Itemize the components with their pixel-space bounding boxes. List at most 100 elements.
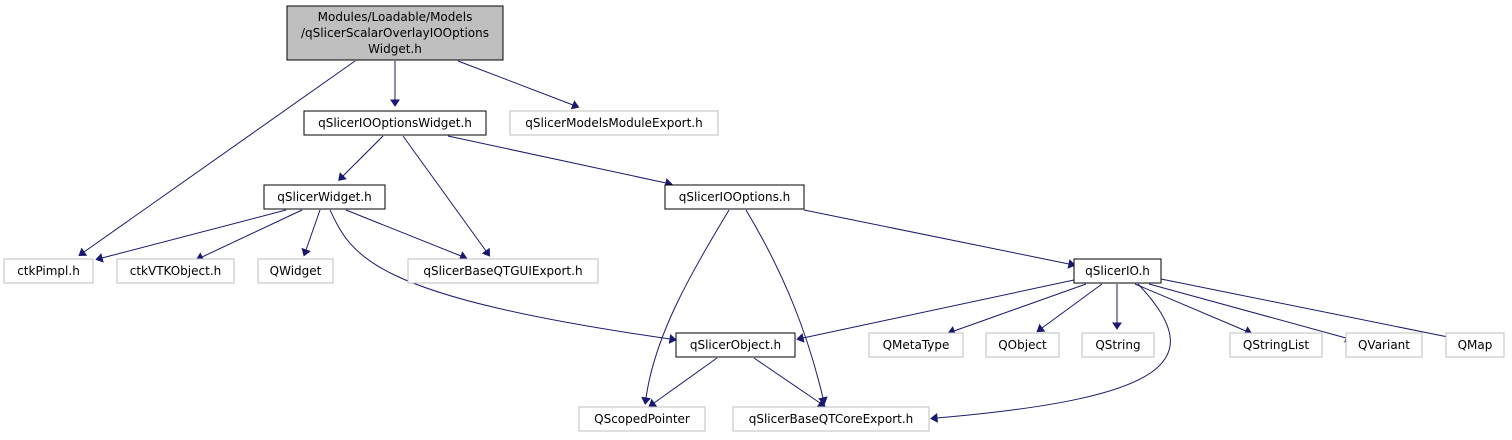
- node-ioOptions[interactable]: qSlicerIOOptions.h: [664, 184, 805, 210]
- edge-ioOptions-to-io: [803, 209, 1070, 265]
- node-box-ioOptionsWidget: [303, 110, 487, 136]
- node-label-QObject: QObject: [998, 338, 1047, 352]
- node-label-ctkVTKObject: ctkVTKObject.h: [130, 264, 222, 278]
- edge-widget-to-ctkPimpl: [101, 209, 287, 259]
- node-label-ioOptionsWidget: qSlicerIOOptionsWidget.h: [318, 116, 472, 130]
- arrowhead-io-to-object: [796, 333, 805, 343]
- edge-root-to-modelsModuleExport: [457, 60, 574, 106]
- edge-io-to-QStringList: [1134, 283, 1247, 332]
- node-object[interactable]: qSlicerObject.h: [675, 332, 796, 358]
- node-label-QScopedPointer: QScopedPointer: [594, 412, 690, 426]
- edge-widget-to-QWidget: [305, 209, 321, 251]
- node-box-QString: [1081, 332, 1155, 358]
- node-label-baseQTCoreExport: qSlicerBaseQTCoreExport.h: [749, 412, 914, 426]
- node-box-QVariant: [1345, 332, 1423, 358]
- arrowhead-widget-to-object: [668, 334, 677, 344]
- edge-ioOptions-to-QScopedPointer: [645, 209, 730, 399]
- edge-io-to-QVariant: [1148, 283, 1347, 339]
- node-label-QStringList: QStringList: [1243, 338, 1310, 352]
- arrowhead-root-to-ioOptionsWidget: [390, 99, 400, 107]
- edge-object-to-baseQTCoreExport: [753, 357, 821, 404]
- node-label-QWidget: QWidget: [270, 264, 322, 278]
- arrowhead-ioOptions-to-QScopedPointer: [641, 396, 651, 405]
- node-box-object: [675, 332, 796, 358]
- edge-ioOptionsWidget-to-widget: [342, 135, 384, 177]
- node-box-QScopedPointer: [578, 406, 706, 432]
- arrowhead-widget-to-QWidget: [301, 247, 311, 257]
- node-ioOptionsWidget[interactable]: qSlicerIOOptionsWidget.h: [303, 110, 487, 136]
- arrowhead-object-to-baseQTCoreExport: [816, 398, 826, 407]
- node-QString: QString: [1081, 332, 1155, 358]
- edge-widget-to-baseQTGUIExport: [345, 209, 462, 257]
- edge-root-to-ctkPimpl: [83, 60, 356, 253]
- node-box-QMap: [1445, 332, 1505, 358]
- node-label-QMetaType: QMetaType: [883, 338, 950, 352]
- node-label-object: qSlicerObject.h: [690, 338, 781, 352]
- node-widget[interactable]: qSlicerWidget.h: [263, 184, 386, 210]
- node-QObject: QObject: [985, 332, 1060, 358]
- edge-ioOptions-to-baseQTCoreExport: [745, 209, 824, 399]
- arrowhead-ioOptionsWidget-to-widget: [338, 172, 347, 181]
- node-QStringList: QStringList: [1229, 332, 1323, 358]
- edge-widget-to-object: [329, 209, 671, 340]
- node-box-QMetaType: [868, 332, 964, 358]
- nodes-layer: Modules/Loadable/Models/qSlicerScalarOve…: [3, 5, 1505, 432]
- node-box-QObject: [985, 332, 1060, 358]
- arrowhead-io-to-QString: [1112, 322, 1122, 330]
- node-box-root: [286, 5, 504, 61]
- node-box-ctkVTKObject: [116, 258, 235, 284]
- node-label-modelsModuleExport: qSlicerModelsModuleExport.h: [525, 116, 702, 130]
- node-modelsModuleExport: qSlicerModelsModuleExport.h: [509, 110, 719, 136]
- edge-io-to-QObject: [1041, 283, 1103, 329]
- node-baseQTGUIExport: qSlicerBaseQTGUIExport.h: [407, 258, 599, 284]
- edge-io-to-QMap: [1160, 278, 1449, 338]
- node-baseQTCoreExport: qSlicerBaseQTCoreExport.h: [732, 406, 930, 432]
- node-label-root-line-1: /qSlicerScalarOverlayIOOptions: [301, 26, 489, 40]
- node-label-root-line-2: Widget.h: [368, 42, 422, 56]
- edge-object-to-QScopedPointer: [653, 357, 718, 404]
- edge-io-to-baseQTCoreExport: [936, 283, 1171, 419]
- edge-io-to-object: [802, 279, 1075, 339]
- node-QMetaType: QMetaType: [868, 332, 964, 358]
- node-QMap: QMap: [1445, 332, 1505, 358]
- node-root[interactable]: Modules/Loadable/Models/qSlicerScalarOve…: [286, 5, 504, 61]
- node-QWidget: QWidget: [257, 258, 334, 284]
- edge-ioOptionsWidget-to-baseQTGUIExport: [402, 135, 487, 252]
- node-label-baseQTGUIExport: qSlicerBaseQTGUIExport.h: [423, 264, 582, 278]
- node-box-modelsModuleExport: [509, 110, 719, 136]
- node-io[interactable]: qSlicerIO.h: [1073, 258, 1162, 284]
- node-box-baseQTCoreExport: [732, 406, 930, 432]
- node-QVariant: QVariant: [1345, 332, 1423, 358]
- node-box-ioOptions: [664, 184, 805, 210]
- node-box-io: [1073, 258, 1162, 284]
- arrowhead-object-to-QScopedPointer: [648, 398, 658, 408]
- node-box-ctkPimpl: [3, 258, 94, 284]
- node-label-io: qSlicerIO.h: [1085, 264, 1150, 278]
- arrowhead-io-to-QObject: [1036, 323, 1046, 333]
- node-box-baseQTGUIExport: [407, 258, 599, 284]
- arrowhead-root-to-modelsModuleExport: [570, 100, 580, 110]
- edge-ioOptionsWidget-to-ioOptions: [447, 135, 667, 184]
- node-label-ctkPimpl: ctkPimpl.h: [17, 264, 80, 278]
- node-label-widget: qSlicerWidget.h: [277, 190, 372, 204]
- node-label-root-line-0: Modules/Loadable/Models: [318, 10, 473, 24]
- node-label-QString: QString: [1095, 338, 1140, 352]
- node-box-QStringList: [1229, 332, 1323, 358]
- arrowhead-io-to-baseQTCoreExport: [930, 413, 938, 423]
- node-ctkPimpl: ctkPimpl.h: [3, 258, 94, 284]
- arrowhead-ioOptionsWidget-to-baseQTGUIExport: [481, 247, 491, 257]
- node-ctkVTKObject: ctkVTKObject.h: [116, 258, 235, 284]
- node-QScopedPointer: QScopedPointer: [578, 406, 706, 432]
- node-box-QWidget: [257, 258, 334, 284]
- edges-layer: [78, 60, 1455, 423]
- arrowhead-widget-to-ctkPimpl: [95, 253, 104, 263]
- node-box-widget: [263, 184, 386, 210]
- node-label-ioOptions: qSlicerIOOptions.h: [679, 190, 791, 204]
- arrowhead-ioOptions-to-io: [1067, 259, 1076, 269]
- node-label-QMap: QMap: [1458, 338, 1493, 352]
- arrowhead-root-to-ctkPimpl: [78, 247, 88, 256]
- edge-widget-to-ctkVTKObject: [201, 209, 303, 258]
- node-label-QVariant: QVariant: [1358, 338, 1410, 352]
- edge-io-to-QMetaType: [953, 283, 1087, 332]
